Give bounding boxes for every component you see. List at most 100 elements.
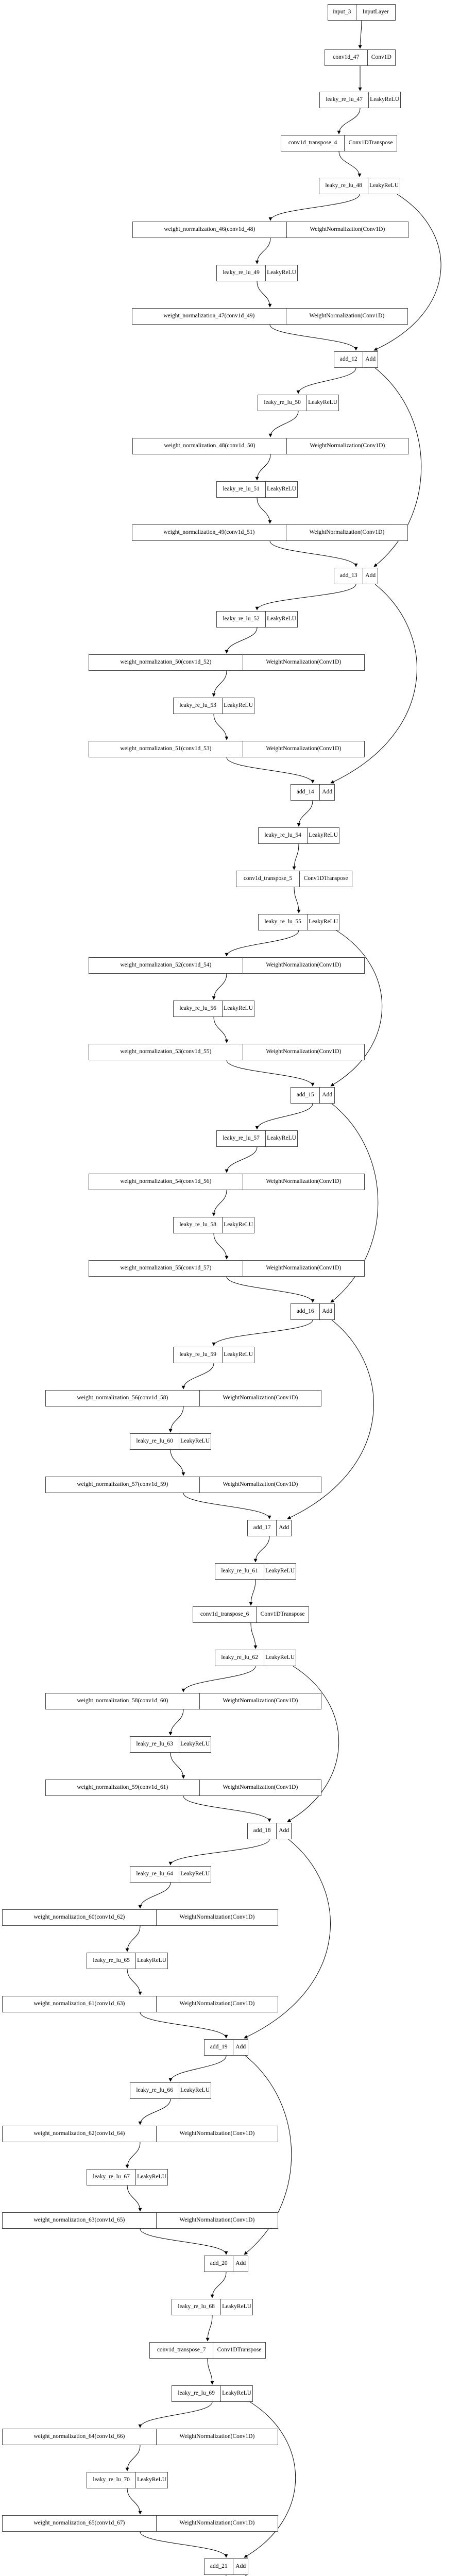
node-type-label: Add — [319, 1088, 334, 1103]
node-label: leaky_re_lu_58 — [179, 1222, 216, 1228]
graph-node-weight-normalization-51-conv1d-53-[interactable]: weight_normalization_51(conv1d_53)Weight… — [89, 741, 365, 757]
graph-node-add-21[interactable]: add_21 Add — [204, 2558, 248, 2575]
graph-edge — [138, 2401, 213, 2428]
graph-edge — [125, 2445, 141, 2471]
graph-edge — [255, 1103, 313, 1130]
graph-node-weight-normalization-50-conv1d-52-[interactable]: weight_normalization_50(conv1d_52)Weight… — [89, 654, 365, 671]
node-type-label: WeightNormalization(Conv1D) — [242, 958, 364, 973]
graph-node-weight-normalization-46-conv1d-48-[interactable]: weight_normalization_46(conv1d_48)Weight… — [132, 222, 408, 238]
node-label: leaky_re_lu_63 — [136, 1741, 173, 1748]
node-label: weight_normalization_52(conv1d_54) — [120, 962, 212, 969]
graph-node-weight-normalization-49-conv1d-51-[interactable]: weight_normalization_49(conv1d_51)Weight… — [132, 524, 408, 541]
node-label: leaky_re_lu_64 — [136, 1871, 173, 1877]
graph-node-weight-normalization-64-conv1d-66-[interactable]: weight_normalization_64(conv1d_66)Weight… — [2, 2429, 278, 2445]
graph-node-weight-normalization-57-conv1d-59-[interactable]: weight_normalization_57(conv1d_59)Weight… — [45, 1477, 321, 1493]
node-type-label: WeightNormalization(Conv1D) — [286, 222, 408, 238]
graph-edge — [255, 584, 356, 611]
graph-edge — [140, 2012, 228, 2039]
node-label: weight_normalization_54(conv1d_56) — [120, 1178, 212, 1185]
graph-edge — [244, 2401, 296, 2558]
node-label: leaky_re_lu_62 — [221, 1654, 258, 1661]
graph-node-weight-normalization-59-conv1d-61-[interactable]: weight_normalization_59(conv1d_61)Weight… — [45, 1780, 321, 1796]
node-type-label: WeightNormalization(Conv1D) — [285, 309, 407, 324]
graph-edge — [181, 1363, 214, 1389]
graph-node-weight-normalization-61-conv1d-63-[interactable]: weight_normalization_61(conv1d_63)Weight… — [2, 1996, 278, 2012]
graph-node-weight-normalization-58-conv1d-60-[interactable]: weight_normalization_58(conv1d_60)Weight… — [45, 1693, 321, 1709]
graph-node-weight-normalization-53-conv1d-55-[interactable]: weight_normalization_53(conv1d_55) Weight… — [89, 1044, 365, 1060]
graph-node-weight-normalization-48-conv1d-50-[interactable]: weight_normalization_48(conv1d_50)Weight… — [132, 438, 408, 454]
node-type-label: Conv1DTranspose — [213, 2343, 265, 2358]
node-label: weight_normalization_57(conv1d_59) — [77, 1481, 168, 1488]
graph-node-weight-normalization-55-conv1d-57-[interactable]: weight_normalization_55(conv1d_57)Weight… — [89, 1260, 365, 1277]
graph-edge — [225, 930, 299, 957]
graph-node-weight-normalization-54-conv1d-56-[interactable]: weight_normalization_54(conv1d_56)Weight… — [89, 1174, 365, 1190]
graph-node-weight-normalization-56-conv1d-58-[interactable]: weight_normalization_56(conv1d_58)Weight… — [45, 1390, 321, 1406]
graph-edge — [255, 238, 271, 264]
graph-node-leaky-re-lu-63[interactable]: leaky_re_lu_63 LeakyReLU — [130, 1736, 211, 1753]
graph-node-weight-normalization-52-conv1d-54-[interactable]: weight_normalization_52(conv1d_54) Weight… — [89, 957, 365, 974]
node-type-label: WeightNormalization(Conv1D) — [156, 2126, 278, 2142]
graph-node-weight-normalization-65-conv1d-67-[interactable]: weight_normalization_65(conv1d_67)Weight… — [2, 2515, 278, 2532]
node-type-label: LeakyReLU — [179, 1737, 211, 1752]
node-label: leaky_re_lu_69 — [178, 2390, 215, 2397]
graph-edge — [212, 973, 227, 1000]
node-type-label: WeightNormalization(Conv1D) — [156, 2429, 278, 2445]
node-label: leaky_re_lu_52 — [223, 616, 260, 622]
node-type-label: LeakyReLU — [135, 1953, 167, 1969]
node-label: weight_normalization_53(conv1d_55) — [120, 1048, 212, 1055]
node-label: weight_normalization_61(conv1d_63) — [33, 2001, 125, 2007]
graph-edge — [226, 1060, 315, 1087]
node-label: conv1d_transpose_7 — [157, 2347, 206, 2353]
graph-node-weight-normalization-47-conv1d-49-[interactable]: weight_normalization_47(conv1d_49) Weight… — [132, 308, 408, 325]
node-type-label: WeightNormalization(Conv1D) — [242, 1044, 364, 1060]
node-label: add_21 — [210, 2563, 228, 2570]
graph-node-weight-normalization-62-conv1d-64-[interactable]: weight_normalization_62(conv1d_64)Weight… — [2, 2126, 278, 2142]
graph-node-weight-normalization-63-conv1d-65-[interactable]: weight_normalization_63(conv1d_65)Weight… — [2, 2212, 278, 2229]
node-label: weight_normalization_47(conv1d_49) — [163, 313, 255, 319]
node-type-label: Add — [233, 2559, 248, 2574]
graph-node-weight-normalization-60-conv1d-62-[interactable]: weight_normalization_60(conv1d_62)Weight… — [2, 1909, 278, 1926]
graph-edge — [212, 670, 227, 697]
node-label: weight_normalization_58(conv1d_60) — [77, 1698, 168, 1704]
graph-node-conv1d-transpose-7[interactable]: conv1d_transpose_7 Conv1DTranspose — [149, 2342, 266, 2359]
graph-edge — [207, 2358, 214, 2385]
node-label: add_17 — [253, 1524, 271, 1531]
